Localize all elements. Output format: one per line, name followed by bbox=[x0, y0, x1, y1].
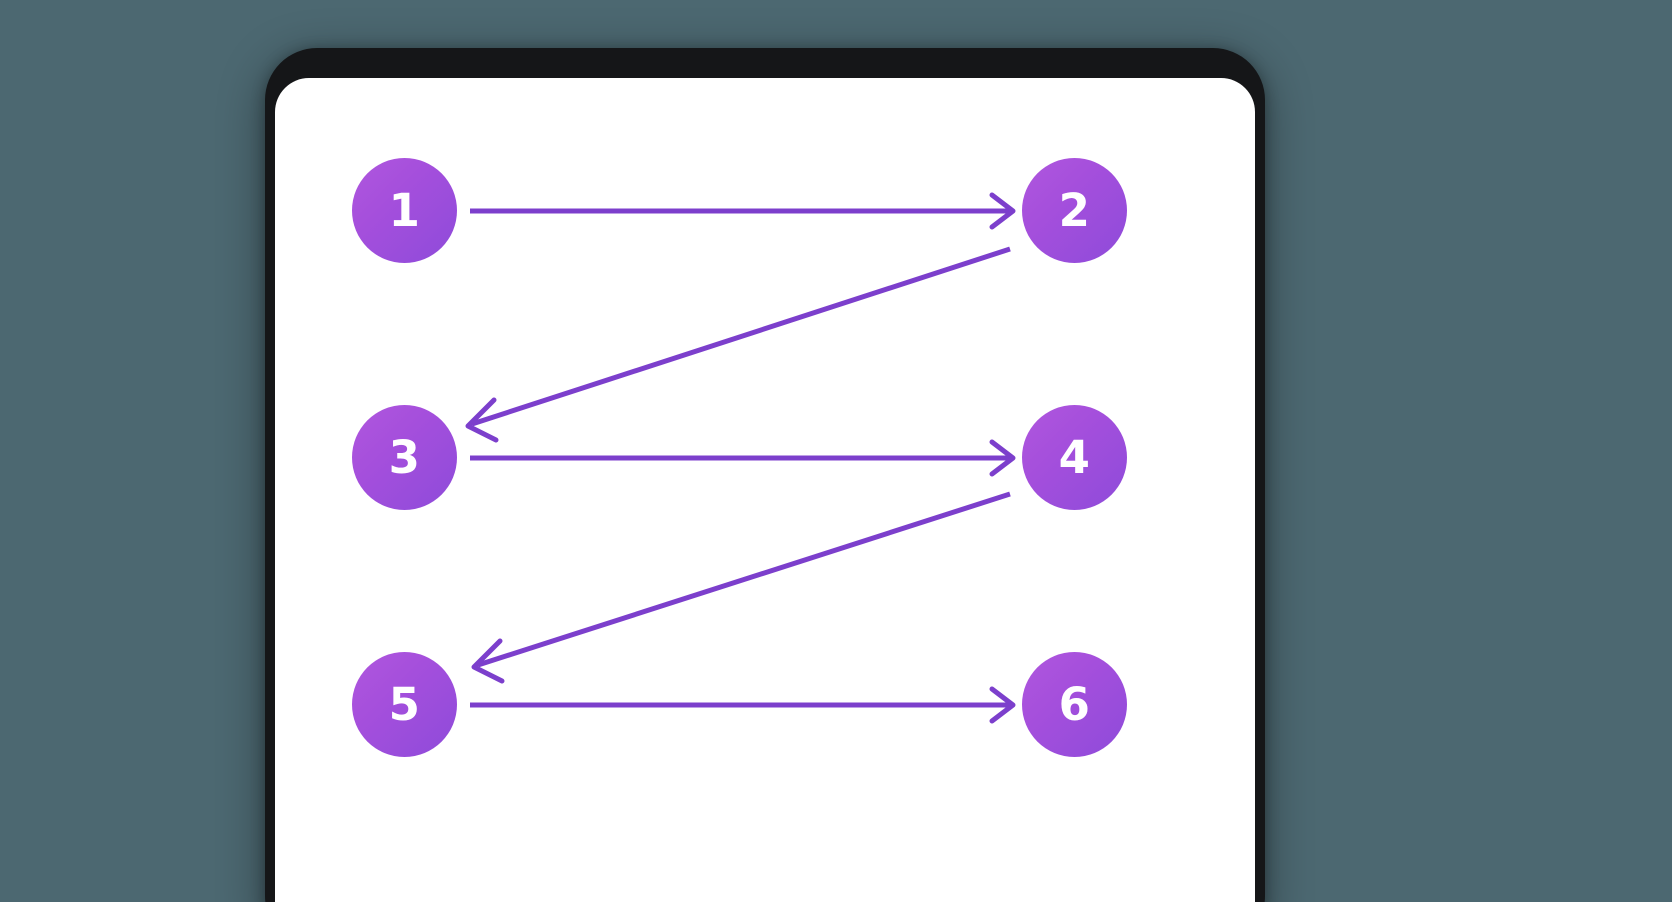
node-label: 3 bbox=[388, 431, 421, 484]
node-label: 5 bbox=[388, 678, 421, 731]
diagram-node-5[interactable]: 5 bbox=[352, 652, 457, 757]
diagram-node-2[interactable]: 2 bbox=[1022, 158, 1127, 263]
node-label: 4 bbox=[1058, 431, 1091, 484]
diagram-node-6[interactable]: 6 bbox=[1022, 652, 1127, 757]
diagram-node-4[interactable]: 4 bbox=[1022, 405, 1127, 510]
node-label: 2 bbox=[1058, 184, 1091, 237]
diagram-node-3[interactable]: 3 bbox=[352, 405, 457, 510]
diagram-node-1[interactable]: 1 bbox=[352, 158, 457, 263]
node-label: 1 bbox=[388, 184, 421, 237]
arrow-3-to-4 bbox=[470, 439, 1016, 477]
arrow-4-to-5 bbox=[471, 491, 1011, 684]
arrow-1-to-2 bbox=[470, 192, 1016, 230]
arrow-2-to-3 bbox=[465, 246, 1011, 443]
node-label: 6 bbox=[1058, 678, 1091, 731]
arrow-5-to-6 bbox=[470, 686, 1016, 724]
